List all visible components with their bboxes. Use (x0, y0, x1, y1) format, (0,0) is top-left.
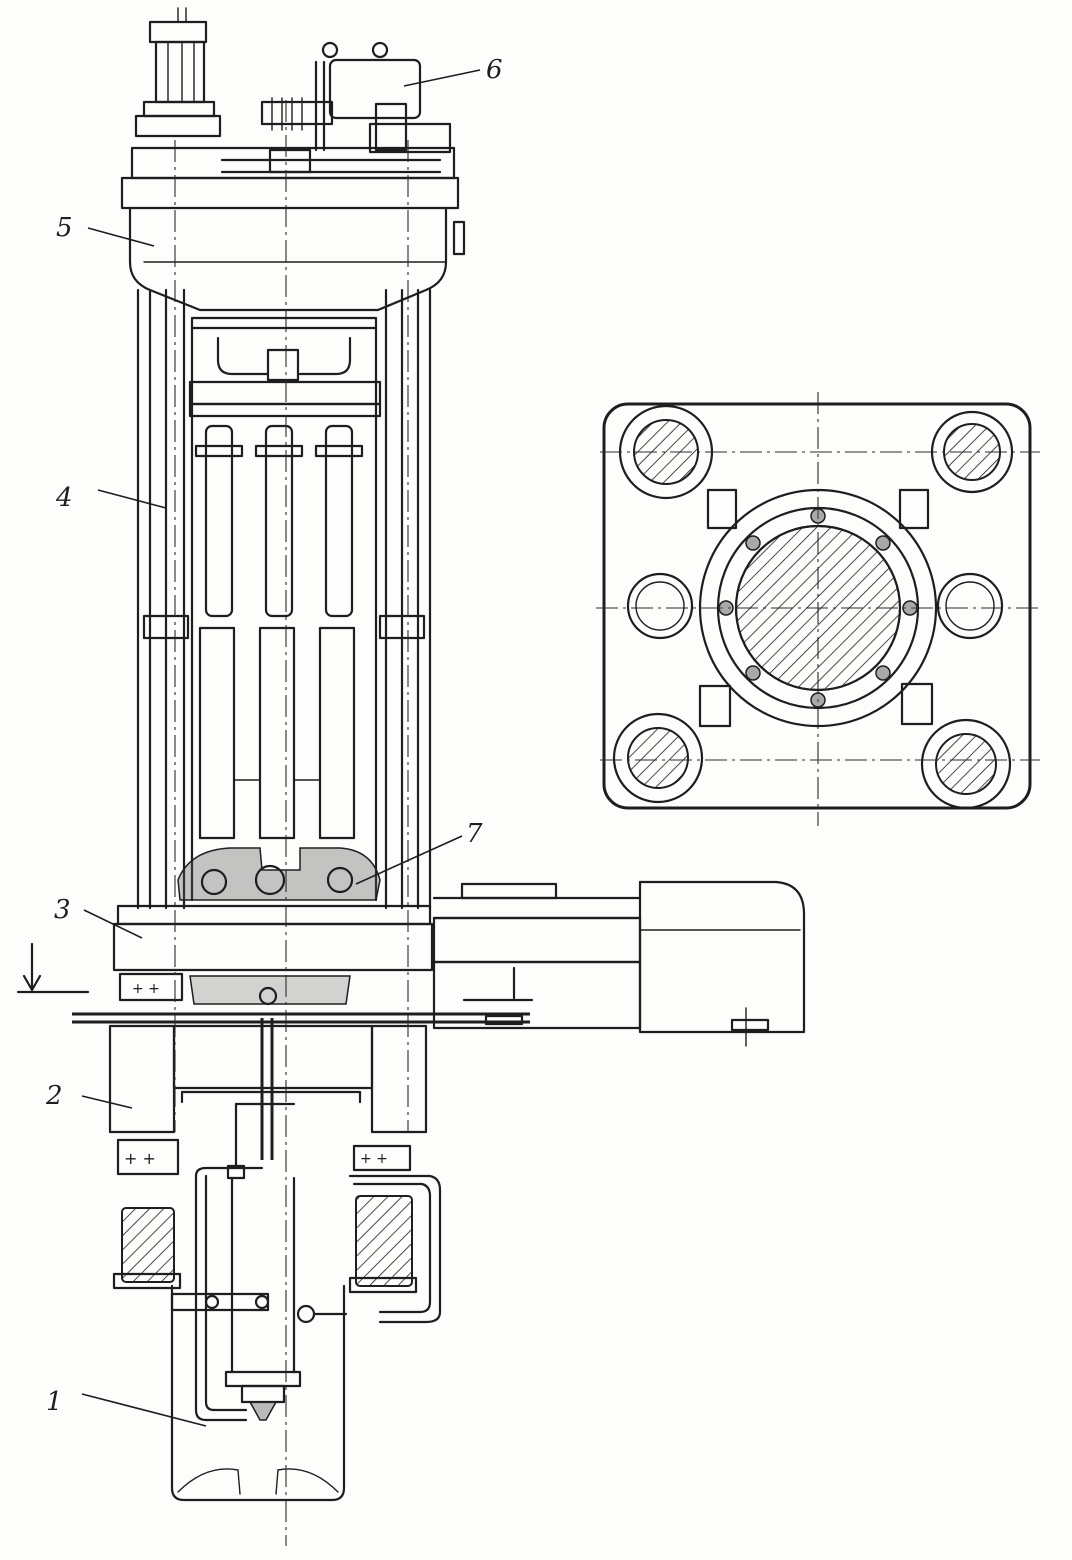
lower-body-2: + + + + (108, 1018, 428, 1176)
control-unit-6 (220, 41, 452, 174)
callout-leader-2 (81, 1095, 133, 1109)
lower-table: + + (72, 972, 530, 1026)
callout-leader-6 (403, 69, 481, 87)
section-arrow (16, 942, 90, 994)
callout-label-3: 3 (54, 895, 71, 925)
main-cylinder-1 (170, 1102, 346, 1502)
callout-label-7: 7 (466, 819, 483, 849)
section-view (596, 392, 1040, 826)
callout-leader-3 (83, 909, 143, 939)
side-valves (112, 1174, 442, 1324)
callout-leader-7 (355, 835, 463, 885)
svg-text:+ +: + + (360, 1151, 388, 1167)
corner-columns (600, 404, 1040, 810)
mid-columns (626, 572, 1004, 640)
tie-rods-4 (136, 288, 432, 910)
top-crosshead-5 (120, 146, 466, 312)
callout-leader-1 (81, 1393, 207, 1427)
svg-text:+ +: + + (132, 981, 160, 997)
callout-leader-5 (87, 227, 155, 247)
elevation-view: + + + + + + (16, 7, 806, 1546)
svg-text:+ +: + + (124, 1149, 156, 1168)
callout-label-2: 2 (45, 1081, 63, 1111)
ring-bolts (718, 508, 918, 708)
callout-leader-4 (97, 489, 167, 509)
callout-label-6: 6 (486, 55, 503, 85)
callouts: 1 2 3 4 5 6 7 (45, 55, 503, 1427)
callout-label-4: 4 (55, 483, 73, 513)
callout-label-1: 1 (46, 1387, 63, 1417)
lugs (698, 488, 934, 728)
drive-motor (432, 880, 806, 1047)
manifold-7 (177, 847, 381, 901)
callout-label-5: 5 (56, 213, 73, 243)
inner-frame (188, 316, 382, 902)
top-valve-stack (134, 7, 222, 138)
